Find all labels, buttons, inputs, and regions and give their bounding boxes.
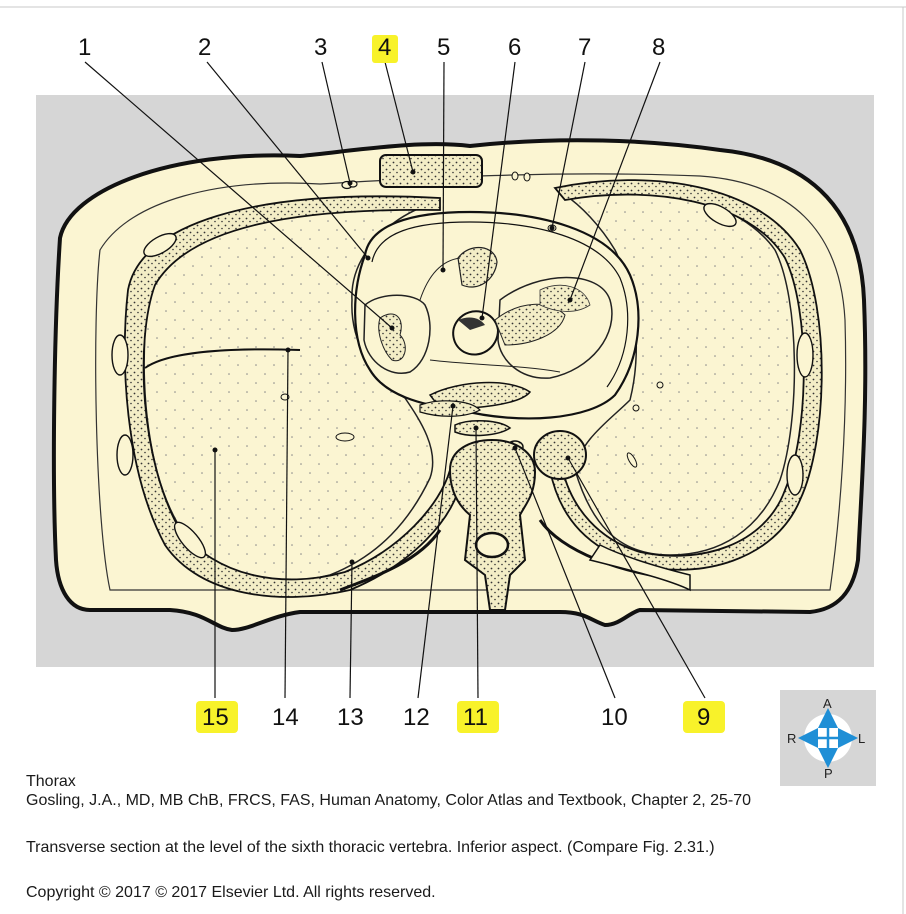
caption-section: Thorax: [26, 772, 76, 792]
spinal-canal: [476, 533, 508, 557]
label-11: 11: [463, 704, 488, 731]
sternum: [380, 155, 482, 187]
compass-posterior: P: [824, 766, 833, 781]
label-9: 9: [697, 704, 710, 731]
caption-source: Gosling, J.A., MD, MB ChB, FRCS, FAS, Hu…: [26, 791, 751, 811]
descending-aorta: [534, 431, 586, 479]
label-6: 6: [508, 34, 521, 61]
label-8: 8: [652, 34, 665, 61]
compass-anterior: A: [823, 696, 832, 711]
compass-right: R: [787, 731, 796, 746]
compass-left: L: [858, 731, 865, 746]
label-7: 7: [578, 34, 591, 61]
caption-copyright: Copyright © 2017 © 2017 Elsevier Ltd. Al…: [26, 883, 436, 903]
caption-description: Transverse section at the level of the s…: [26, 838, 715, 858]
label-2: 2: [198, 34, 211, 61]
aortic-root: [453, 311, 498, 354]
label-1: 1: [78, 34, 91, 61]
label-14: 14: [272, 704, 299, 731]
label-13: 13: [337, 704, 364, 731]
label-5: 5: [437, 34, 450, 61]
label-3: 3: [314, 34, 327, 61]
label-10: 10: [601, 704, 628, 731]
orientation-compass: A P R L: [780, 690, 876, 786]
label-12: 12: [403, 704, 430, 731]
label-4: 4: [378, 34, 391, 61]
label-15: 15: [202, 704, 229, 731]
